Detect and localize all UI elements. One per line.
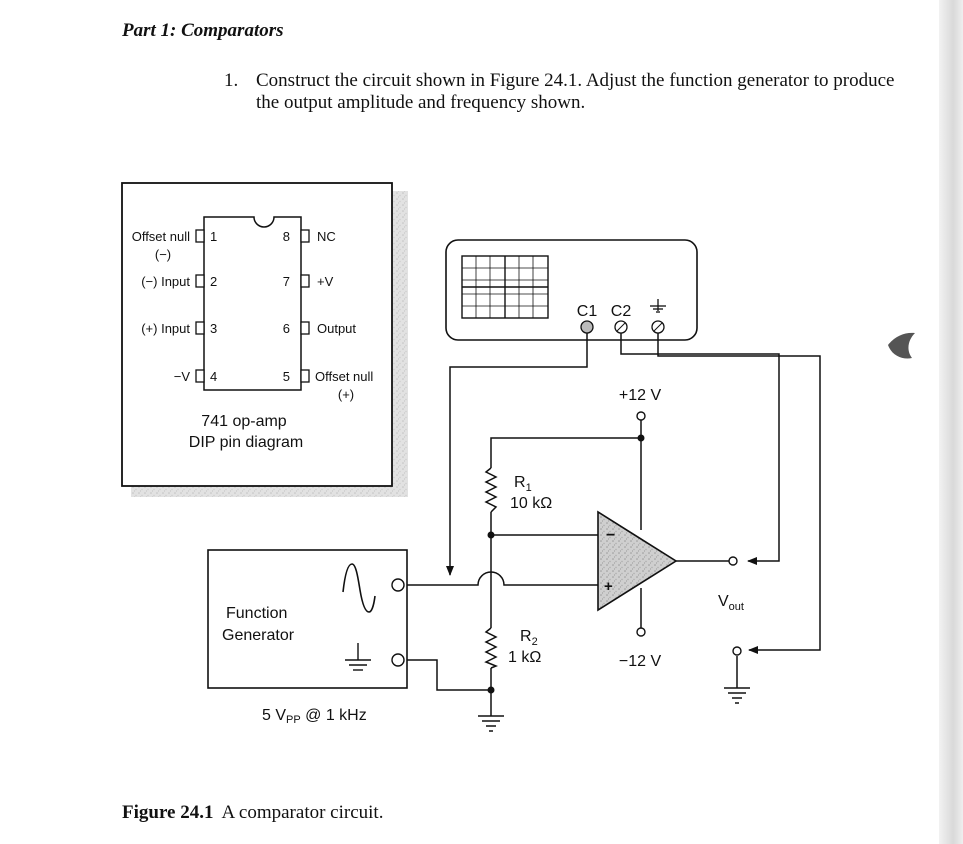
pin-diagram-title-line2: DIP pin diagram xyxy=(189,434,303,451)
step-text: Construct the circuit shown in Figure 24… xyxy=(256,70,895,113)
pos-supply-label: +12 V xyxy=(619,387,662,404)
pin-4-label: −V xyxy=(174,369,191,384)
function-generator-output-jack xyxy=(391,578,405,592)
step-number: 1. xyxy=(224,70,239,91)
opamp-plus-sign: + xyxy=(604,578,613,595)
figure-caption-text: A comparator circuit. xyxy=(221,802,384,823)
scope-c1-jack xyxy=(580,320,594,334)
r1-value: 10 kΩ xyxy=(510,495,552,512)
junction-dot xyxy=(487,531,495,539)
pin-4-pad xyxy=(195,369,205,383)
pin-7-pad xyxy=(300,274,310,288)
r2-resistor xyxy=(484,627,499,669)
pos-supply-terminal xyxy=(636,411,646,421)
dip-chip-outline xyxy=(203,216,302,391)
pin-3-label: (+) Input xyxy=(141,321,190,336)
scope-leads xyxy=(446,333,821,654)
output-ground-icon xyxy=(724,687,750,704)
sine-wave-icon xyxy=(342,563,376,613)
scope-ground-icon xyxy=(650,299,666,313)
opamp-triangle xyxy=(597,510,678,612)
figure-caption: Figure 24.1 A comparator circuit. xyxy=(122,802,383,824)
function-generator-label-line1: Function xyxy=(226,605,287,622)
junction-dot xyxy=(637,434,645,442)
pin-6-number: 6 xyxy=(283,321,290,336)
pin-7-number: 7 xyxy=(283,274,290,289)
scope-channel-c2-label: C2 xyxy=(611,303,632,320)
pin-1-pad xyxy=(195,229,205,243)
opamp-minus-sign: − xyxy=(606,527,615,544)
neg-supply-label: −12 V xyxy=(619,653,662,670)
r2-value: 1 kΩ xyxy=(508,649,541,666)
neg-supply-terminal xyxy=(636,627,646,637)
pin-2-label: (−) Input xyxy=(141,274,190,289)
pin-6-label: Output xyxy=(317,321,356,336)
pin-8-pad xyxy=(300,229,310,243)
pin-5-pad xyxy=(300,369,310,383)
r2-name: R2 xyxy=(520,628,538,648)
pin-4-number: 4 xyxy=(210,369,217,384)
ground-icon xyxy=(478,712,504,732)
pin-diagram-box: 1 Offset null (−) 2 (−) Input 3 (+) Inpu… xyxy=(121,182,408,497)
page-edge-shadow xyxy=(939,0,963,844)
pin-3-pad xyxy=(195,321,205,335)
circuit-wiring xyxy=(405,420,738,712)
pin-1-sublabel: (−) xyxy=(155,247,171,262)
pin-5-sublabel: (+) xyxy=(338,387,354,402)
pin-8-number: 8 xyxy=(283,229,290,244)
figure-caption-label: Figure 24.1 xyxy=(122,802,214,823)
function-generator: Function Generator xyxy=(207,549,408,689)
output-ground-terminal xyxy=(732,646,742,656)
vout-label: Vout xyxy=(718,593,744,613)
scope-channel-c1-label: C1 xyxy=(577,303,598,320)
junction-dot xyxy=(487,686,495,694)
pin-1-label: Offset null xyxy=(132,229,190,244)
function-generator-ground-icon xyxy=(345,643,371,671)
pin-5-number: 5 xyxy=(283,369,290,384)
function-generator-label-line2: Generator xyxy=(222,627,295,644)
pin-2-pad xyxy=(195,274,205,288)
pin-diagram-title-line1: 741 op-amp xyxy=(201,413,286,430)
pin-5-label: Offset null xyxy=(315,369,373,384)
pin-3-number: 3 xyxy=(210,321,217,336)
part-title: Part 1: Comparators xyxy=(122,20,284,41)
function-generator-setting: 5 VPP @ 1 kHz xyxy=(262,707,367,726)
pin-7-label: +V xyxy=(317,274,334,289)
pin-1-number: 1 xyxy=(210,229,217,244)
page-clip-shadow xyxy=(888,332,915,359)
function-generator-ground-jack xyxy=(391,653,405,667)
pin-8-label: NC xyxy=(317,229,336,244)
r1-name: R1 xyxy=(514,474,532,494)
pin-2-number: 2 xyxy=(210,274,217,289)
vout-terminal xyxy=(728,556,738,566)
oscilloscope: C1 C2 xyxy=(445,239,698,341)
pin-6-pad xyxy=(300,321,310,335)
scope-screen xyxy=(461,255,549,319)
r1-resistor xyxy=(484,467,498,513)
